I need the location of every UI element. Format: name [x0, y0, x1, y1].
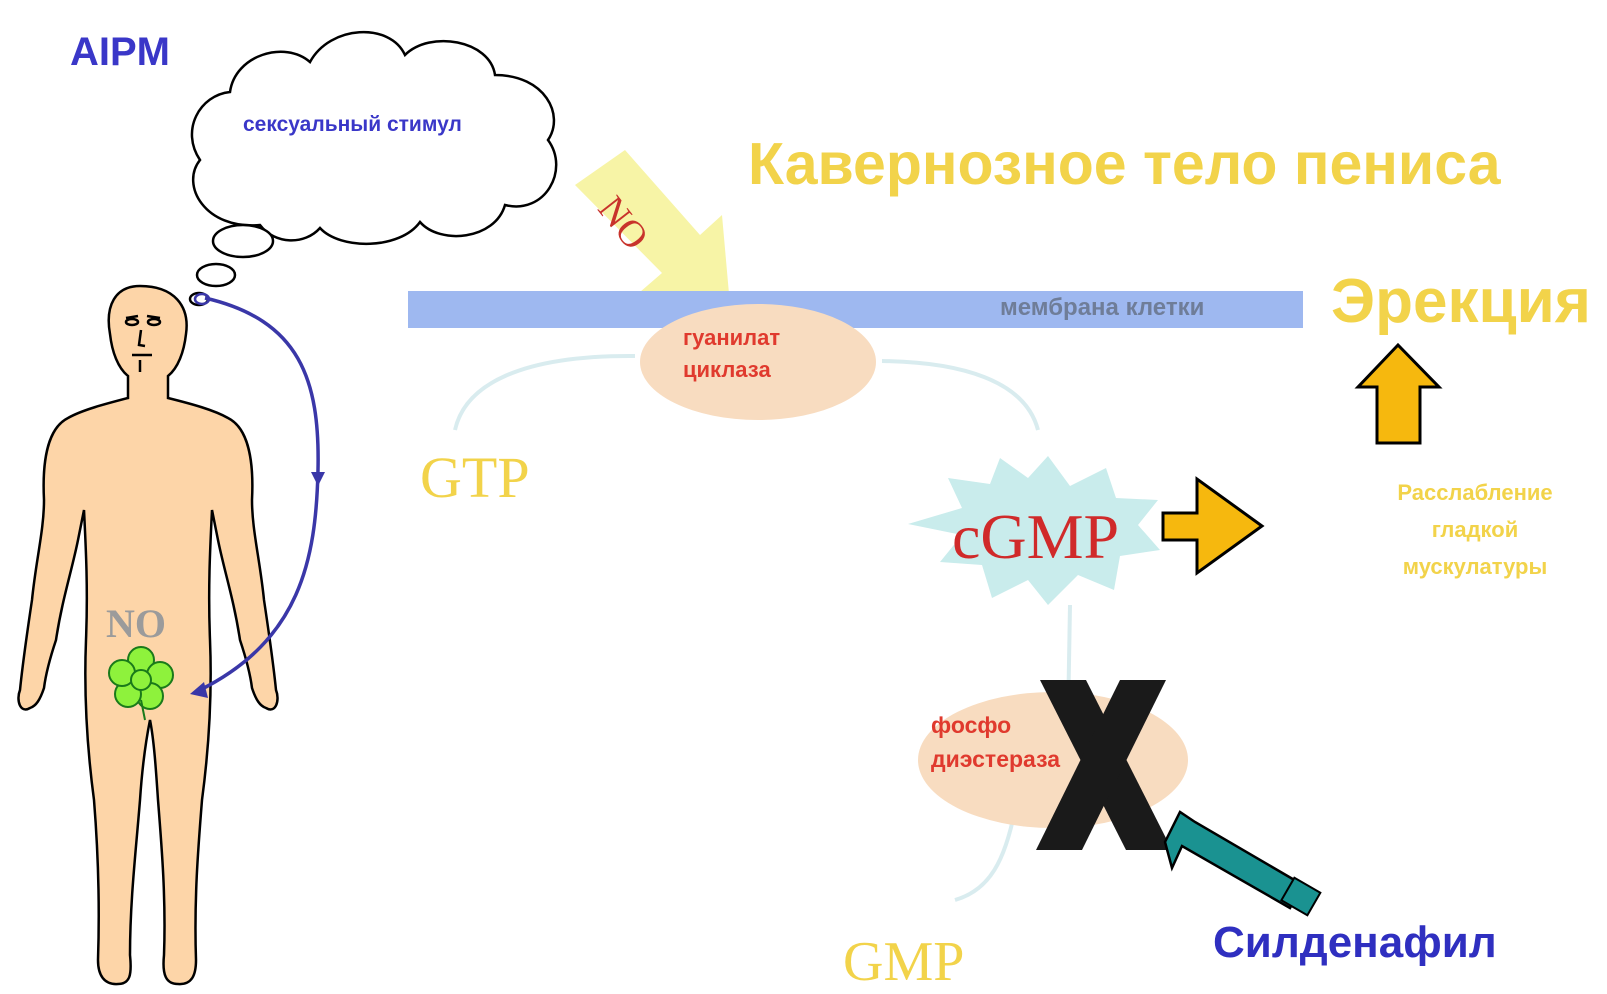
gtp-label: GTP [420, 445, 530, 510]
x-mark-stroke-2 [1036, 680, 1166, 850]
gmp-label: GMP [843, 931, 965, 993]
syringe-arrow-icon [1163, 810, 1322, 917]
right-arrow-icon [1161, 476, 1265, 576]
face-features [124, 314, 162, 372]
phosphodiesterase-label: фосфо диэстераза [931, 712, 1061, 772]
cgmp-starburst [908, 456, 1160, 605]
thought-bubble-large [211, 223, 275, 259]
sildenafil-label: Силденафил [1213, 918, 1497, 967]
human-body-outline [17, 284, 279, 986]
gtp-curve [453, 353, 636, 431]
thought-cloud-icon [188, 31, 558, 307]
cell-membrane-bar [408, 291, 1303, 328]
diagram-title: Кавернозное тело пениса [748, 131, 1501, 197]
aipm-label: AIPM [70, 30, 170, 74]
relaxation-label: Расслабление гладкой мускулатуры [1397, 480, 1553, 579]
no-arrow-shape [575, 150, 730, 305]
pde-to-gmp-curve [954, 809, 1017, 902]
cgmp-label: cGMP [952, 501, 1120, 572]
nerve-arrow-midtip [311, 472, 325, 486]
membrane-label: мембрана клетки [1000, 294, 1205, 321]
human-figure-icon [17, 284, 279, 986]
stimulus-label: сексуальный стимул [243, 113, 462, 136]
guanylate-cyclase-label: гуанилат циклаза [683, 325, 781, 382]
nerve-arrow-endtip [190, 682, 208, 698]
guanylate-cyclase-ellipse [640, 304, 876, 420]
syringe-cap [1280, 876, 1322, 917]
no-entry-arrow [575, 150, 730, 305]
sildenafil-arrow [1163, 810, 1305, 910]
thought-bubble-medium [195, 262, 237, 288]
x-mark-icon [1036, 680, 1172, 850]
thought-cloud-outline [190, 31, 558, 245]
no-body-label: NO [106, 601, 166, 646]
up-arrow-icon [1354, 342, 1443, 445]
nerve-signal-arrow [199, 296, 320, 692]
erection-label: Эрекция [1331, 267, 1591, 336]
clover-icon [108, 646, 174, 721]
cgmp-curve [881, 359, 1040, 431]
